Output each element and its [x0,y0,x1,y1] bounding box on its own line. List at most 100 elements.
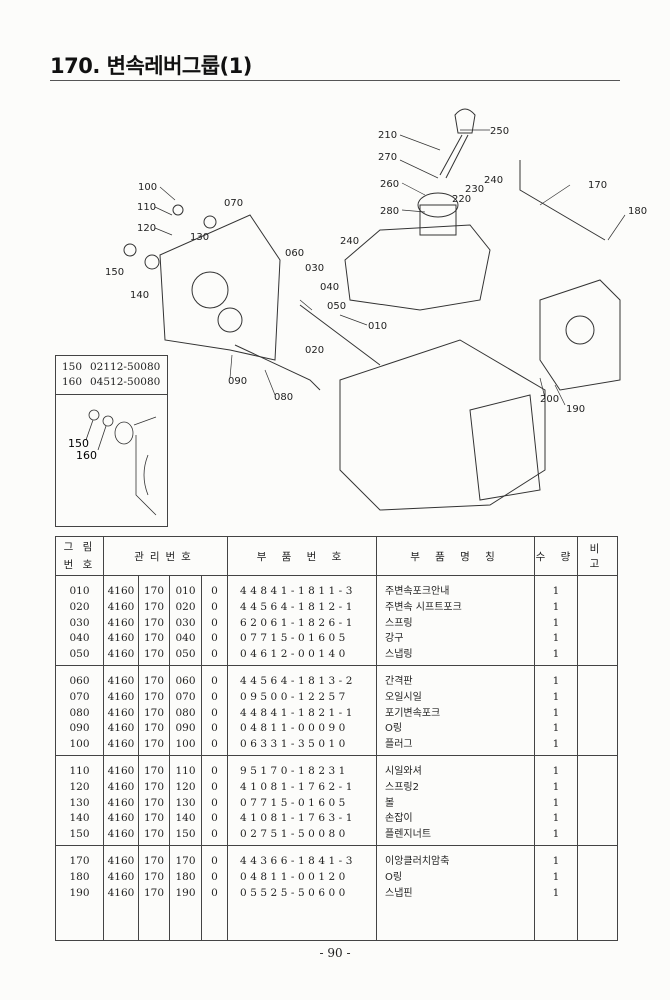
cell-qty: 1 [552,855,560,867]
inset-part-no: 02112-50080 [90,361,161,373]
cell-part-name: O링 [385,723,403,735]
cell-ref-no: 170 [69,855,90,867]
cell-part-no: 44564-1812-1 [240,600,356,613]
cell-mgmt-3: 140 [175,812,196,825]
cell-part-no: 05525-50600 [240,886,349,899]
cell-part-name: 스프링 [385,617,413,629]
cell-part-name: 플렌지너트 [385,829,432,841]
cell-mgmt-3: 170 [175,855,196,867]
title-divider [50,80,620,81]
cell-mgmt-3: 180 [175,870,196,883]
cell-qty: 1 [552,796,560,809]
cell-part-no: 07715-01605 [240,632,349,645]
cell-mgmt-2: 170 [143,738,165,751]
cell-mgmt-2: 170 [143,812,165,825]
callout-label: 120 [137,223,156,234]
cell-mgmt-4: 0 [211,855,218,867]
cell-mgmt-1: 4160 [107,632,135,645]
callout-label: 250 [490,126,509,137]
inset-ref-no: 150 [62,361,83,373]
callout-label: 240 [340,236,359,247]
cell-ref-no: 140 [69,812,90,825]
callout-label: 200 [540,394,559,405]
cell-ref-no: 060 [69,675,90,687]
callout-label: 020 [305,345,324,356]
cell-mgmt-1: 4160 [107,616,135,629]
cell-mgmt-1: 4160 [107,722,135,735]
cell-qty: 1 [552,722,560,735]
cell-mgmt-1: 4160 [107,585,135,597]
callout-label: 230 [465,184,484,195]
cell-mgmt-3: 050 [175,648,196,661]
callout-label: 150 [105,267,124,278]
cell-mgmt-2: 170 [143,828,165,841]
cell-qty: 1 [552,675,560,687]
cell-mgmt-4: 0 [211,600,218,613]
cell-mgmt-3: 130 [175,796,196,809]
cell-ref-no: 190 [69,886,90,899]
cell-mgmt-4: 0 [211,706,218,719]
cell-part-name: 오일시일 [385,691,422,703]
cell-mgmt-1: 4160 [107,796,135,809]
cell-mgmt-2: 170 [143,690,165,703]
header-qty: 수 량 [534,536,579,576]
cell-mgmt-1: 4160 [107,765,135,777]
callout-label: 270 [378,152,397,163]
header-mgmt-no: 관리번호 [102,536,229,576]
cell-mgmt-2: 170 [143,886,165,899]
cell-part-no: 41081-1762-1 [240,780,356,793]
cell-qty: 1 [552,600,560,613]
cell-mgmt-2: 170 [143,675,165,687]
cell-part-name: 시일와셔 [385,766,422,777]
cell-mgmt-4: 0 [211,722,218,735]
callout-label: 040 [320,282,339,293]
cell-ref-no: 070 [69,690,90,703]
cell-qty: 1 [552,648,560,661]
cell-part-name: O링 [385,871,403,883]
cell-mgmt-2: 170 [143,722,165,735]
cell-mgmt-1: 4160 [107,600,135,613]
cell-mgmt-3: 010 [175,585,196,597]
cell-ref-no: 030 [69,616,90,629]
cell-part-name: 손잡이 [385,813,413,825]
cell-part-no: 41081-1763-1 [240,812,356,825]
cell-mgmt-1: 4160 [107,828,135,841]
cell-mgmt-1: 4160 [107,870,135,883]
cell-part-no: 44366-1841-3 [240,855,356,867]
cell-part-name: 강구 [385,633,404,645]
cell-part-no: 62061-1826-1 [240,616,356,629]
cell-mgmt-3: 150 [175,828,196,841]
cell-mgmt-1: 4160 [107,675,135,687]
column-remarks [577,575,619,666]
cell-qty: 1 [552,812,560,825]
callout-label: 190 [566,404,585,415]
callout-label: 160 [76,449,97,462]
cell-part-name: 주변속포크안내 [385,586,450,597]
cell-ref-no: 050 [69,648,90,661]
inset-part-no: 04512-50080 [90,376,161,388]
cell-mgmt-3: 100 [175,738,196,751]
callout-label: 280 [380,206,399,217]
